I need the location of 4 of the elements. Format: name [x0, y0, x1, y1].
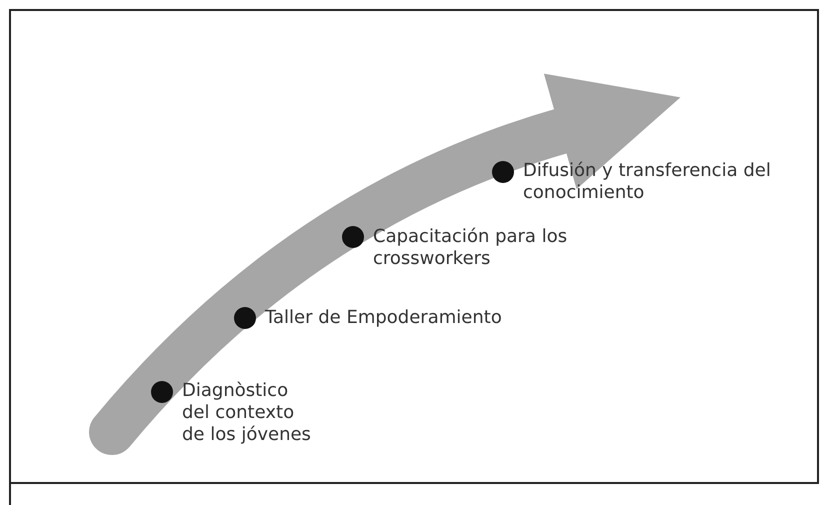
milestone-label: Diagnòstico del contexto de los jóvenes: [182, 380, 312, 446]
milestone-label: Difusión y transferencia del conocimiento: [523, 160, 772, 204]
milestone-label: Taller de Empoderamiento: [265, 307, 503, 329]
milestone-label: Capacitación para los crossworkers: [373, 226, 568, 270]
